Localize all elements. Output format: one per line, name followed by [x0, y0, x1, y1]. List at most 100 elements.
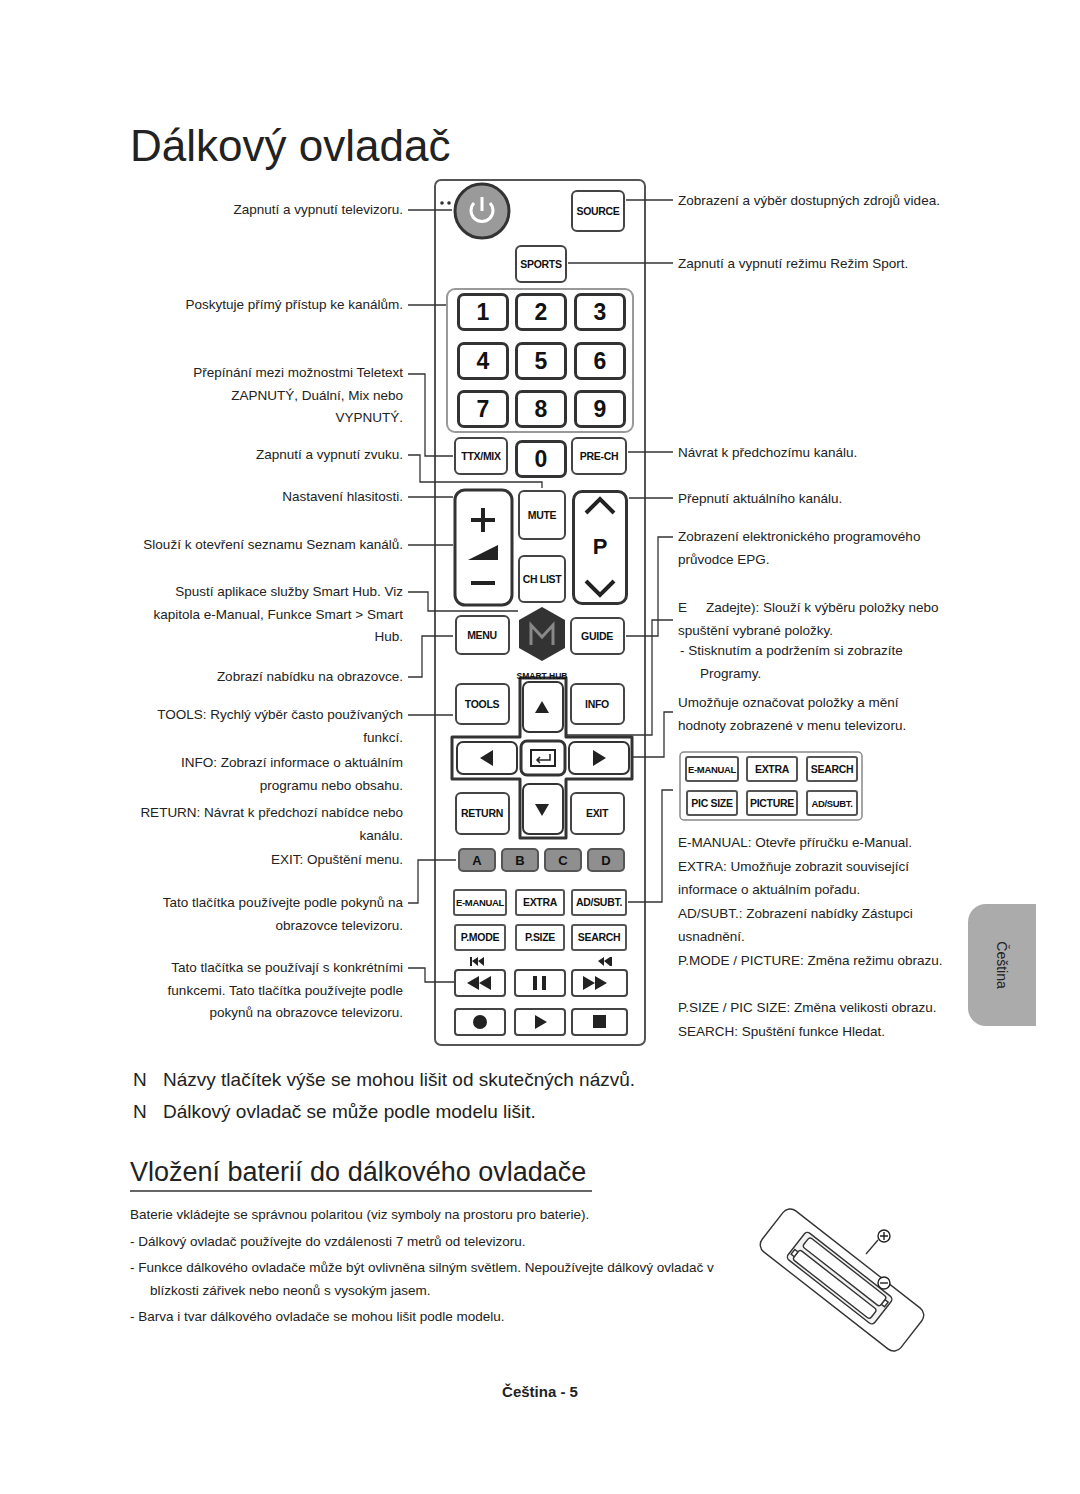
- button-label: 9: [594, 396, 607, 423]
- remote-button: SEARCH: [806, 756, 858, 782]
- button-label: P: [593, 534, 608, 560]
- annotation: Zapnutí a vypnutí režimu Režim Sport.: [678, 253, 950, 276]
- button-label: SOURCE: [576, 205, 619, 217]
- color-button: D: [587, 848, 625, 872]
- button-label: MENU: [467, 629, 497, 641]
- annotation: - Stisknutím a podržením si zobrazíte Pr…: [680, 640, 950, 685]
- body-text: - Barva i tvar dálkového ovladače se moh…: [130, 1306, 730, 1329]
- annotation: Zapnutí a vypnutí televizoru.: [133, 199, 403, 222]
- remote-button: AD/SUBT.: [806, 790, 858, 816]
- annotation: Umožňuje označovat položky a mění hodnot…: [678, 692, 950, 737]
- remote-button: P.MODE: [454, 924, 506, 951]
- button-label: GUIDE: [581, 630, 613, 642]
- annotation: EXTRA: Umožňuje zobrazit související inf…: [678, 856, 950, 901]
- annotation: Zobrazení a výběr dostupných zdrojů vide…: [678, 190, 950, 213]
- annotation: Tato tlačítka používejte podle pokynů na…: [133, 892, 403, 937]
- smart-hub-button: SMART HUB: [511, 605, 573, 681]
- annotation: Zadejte): Slouží k výběru položky nebo s…: [678, 597, 950, 642]
- annotation: RETURN: Návrat k předchozí nabídce nebo …: [133, 802, 403, 847]
- button-label: A: [472, 853, 481, 868]
- body-text: Baterie vkládejte se správnou polaritou …: [130, 1204, 770, 1227]
- remote-button: TTX/MIX: [454, 437, 508, 475]
- button-label: TTX/MIX: [461, 450, 500, 462]
- button-label: P.SIZE: [525, 931, 555, 943]
- button-label: E-MANUAL: [456, 897, 504, 908]
- color-button: B: [501, 848, 539, 872]
- button-label: PRE-CH: [580, 450, 618, 462]
- button-label: P.MODE: [461, 931, 499, 943]
- button-label: AD/SUBT.: [576, 896, 622, 908]
- button-label: PICTURE: [750, 797, 794, 809]
- color-button: A: [458, 848, 496, 872]
- remote-button: 0: [515, 440, 567, 478]
- button-label: 3: [594, 299, 607, 326]
- remote-button: EXTRA: [515, 889, 565, 916]
- annotation: Návrat k předchozímu kanálu.: [678, 442, 950, 465]
- button-label: EXTRA: [523, 896, 557, 908]
- annotation: P.MODE / PICTURE: Změna režimu obrazu.: [678, 950, 950, 973]
- annotation: Zapnutí a vypnutí zvuku.: [133, 444, 403, 467]
- remote-button: 1: [457, 293, 509, 331]
- button-label: E-MANUAL: [688, 764, 736, 775]
- button-label: INFO: [585, 698, 609, 710]
- body-text: N: [133, 1067, 161, 1093]
- annotation: Přepnutí aktuálního kanálu.: [678, 488, 950, 511]
- button-label: TOOLS: [465, 698, 499, 710]
- remote-button: 9: [574, 390, 626, 428]
- color-button: C: [544, 848, 582, 872]
- remote-button: SEARCH: [571, 924, 627, 951]
- body-text: N: [133, 1099, 161, 1125]
- annotation: P.SIZE / PIC SIZE: Změna velikosti obraz…: [678, 997, 950, 1020]
- annotation: TOOLS: Rychlý výběr často používaných fu…: [123, 704, 403, 749]
- annotation: Poskytuje přímý přístup ke kanálům.: [113, 294, 403, 317]
- button-label: D: [601, 853, 610, 868]
- button-label: B: [515, 853, 524, 868]
- remote-button: INFO: [570, 683, 625, 725]
- remote-button: 3: [574, 293, 626, 331]
- remote-button: PIC SIZE: [686, 790, 738, 816]
- button-label: AD/SUBT.: [811, 798, 852, 809]
- annotation: Zobrazení elektronického programového pr…: [678, 526, 950, 571]
- remote-button: PRE-CH: [571, 437, 627, 475]
- annotation: Spustí aplikace služby Smart Hub. Viz ka…: [143, 581, 403, 649]
- body-text: - Funkce dálkového ovladače může být ovl…: [130, 1257, 730, 1302]
- remote-button: SPORTS: [515, 245, 567, 283]
- body-text: Názvy tlačítek výše se mohou lišit od sk…: [163, 1067, 783, 1093]
- button-label: 2: [535, 299, 548, 326]
- annotation: Přepínání mezi možnostmi Teletext ZAPNUT…: [163, 362, 403, 430]
- remote-button: AD/SUBT.: [571, 889, 627, 916]
- body-text: - Dálkový ovladač používejte do vzdáleno…: [130, 1231, 730, 1254]
- button-label: 8: [535, 396, 548, 423]
- annotation: INFO: Zobrazí informace o aktuálním prog…: [133, 752, 403, 797]
- button-label: PIC SIZE: [691, 797, 732, 809]
- button-label: SEARCH: [811, 763, 854, 775]
- annotation: E: [678, 597, 708, 620]
- annotation: Nastavení hlasitosti.: [133, 486, 403, 509]
- remote-button: MENU: [455, 615, 510, 655]
- remote-button: 6: [574, 342, 626, 380]
- button-label: C: [558, 853, 567, 868]
- tab-label: Čeština: [994, 941, 1010, 988]
- remote-button: E-MANUAL: [453, 889, 507, 916]
- button-label: 4: [477, 348, 490, 375]
- remote-button: GUIDE: [570, 617, 625, 655]
- remote-button: 4: [457, 342, 509, 380]
- annotation: Zobrazí nabídku na obrazovce.: [133, 666, 403, 689]
- annotation: Slouží k otevření seznamu Seznam kanálů.: [93, 534, 403, 557]
- annotation: SEARCH: Spuštění funkce Hledat.: [678, 1021, 950, 1044]
- remote-button: 2: [515, 293, 567, 331]
- button-label: EXTRA: [755, 763, 789, 775]
- remote-button: TOOLS: [455, 683, 510, 725]
- annotation: Tato tlačítka se používají s konkrétními…: [133, 957, 403, 1025]
- button-label: SMART HUB: [517, 671, 568, 681]
- button-label: 5: [535, 348, 548, 375]
- body-text: Vložení baterií do dálkového ovladače: [130, 1155, 750, 1190]
- button-label: SEARCH: [578, 931, 621, 943]
- remote-button: 8: [515, 390, 567, 428]
- button-label: RETURN: [461, 807, 503, 819]
- button-label: 1: [477, 299, 490, 326]
- remote-button: 5: [515, 342, 567, 380]
- remote-button: RETURN: [455, 792, 510, 835]
- remote-button: EXTRA: [746, 756, 798, 782]
- remote-button: MUTE: [518, 490, 566, 540]
